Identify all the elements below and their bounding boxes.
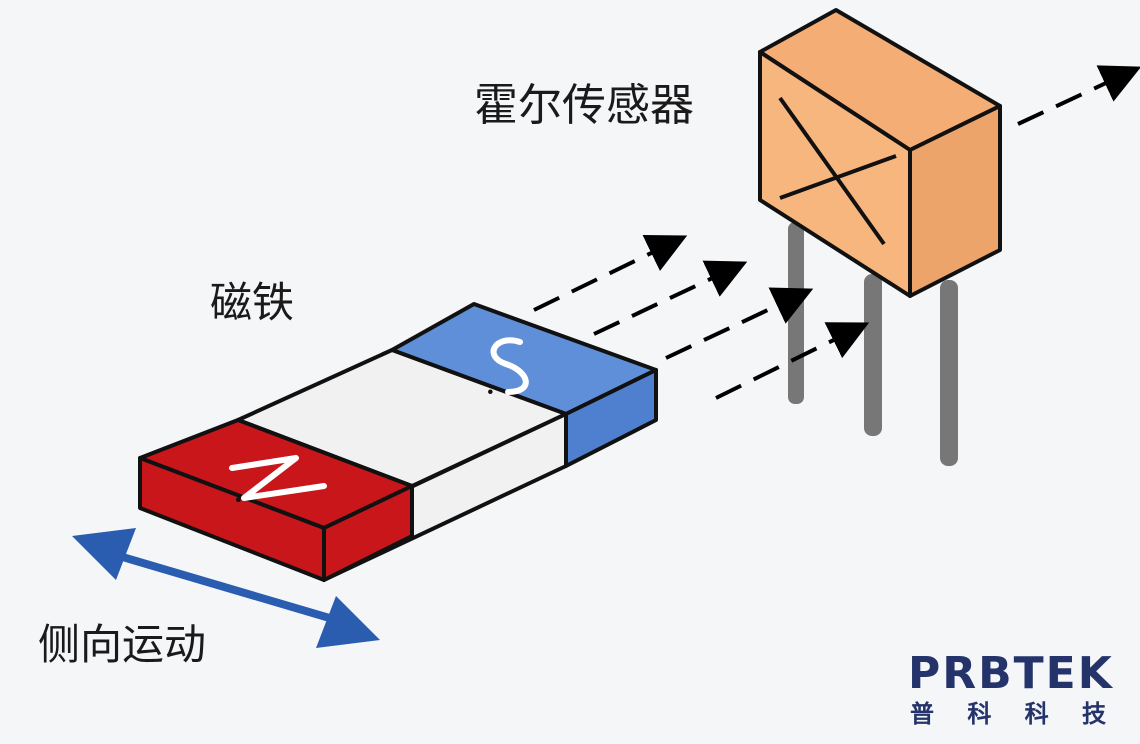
field-arrow-4 (715, 322, 870, 400)
prbtek-logo: PRBTEK 普 科 科 技 (908, 652, 1112, 732)
south-pole-letter: S (490, 391, 491, 393)
sensor-pin-left (788, 222, 804, 404)
field-arrow-2 (593, 260, 748, 336)
magnet-label: 磁铁 (210, 278, 295, 327)
logo-brand-text: PRBTEK (908, 648, 1114, 699)
logo-subtitle-char: 技 (1081, 700, 1106, 728)
sensor-x-line-1 (778, 96, 886, 246)
logo-subtitle: 普 科 科 技 (910, 702, 1106, 726)
magnetic-field-arrows (533, 65, 1140, 400)
north-pole-n-shape (229, 455, 327, 501)
motion-arrow-head-left (72, 528, 136, 580)
north-pole-letter: N (238, 499, 239, 501)
sensor-pin-middle (864, 274, 882, 436)
magnet-front-south-face (564, 368, 658, 468)
hall-sensor-label: 霍尔传感器 (474, 80, 694, 131)
south-pole-s-shape (490, 337, 529, 395)
sensor-pin-right (940, 280, 958, 466)
sensor-side-face (908, 104, 1002, 298)
magnet-front-north-face-right (322, 484, 414, 582)
logo-subtitle-char: 科 (967, 700, 992, 728)
field-arrow-1 (533, 235, 688, 312)
logo-subtitle-char: 普 (910, 700, 934, 728)
field-arrow-3 (665, 287, 814, 360)
lateral-motion-arrow (72, 528, 380, 648)
motion-arrow-shaft (88, 544, 364, 631)
field-arrow-5 (1017, 65, 1140, 126)
sensor-x-line-2 (779, 154, 897, 200)
magnet: N S (138, 302, 658, 582)
logo-subtitle-char: 科 (1024, 700, 1049, 728)
motion-arrow-head-right (316, 596, 380, 648)
hall-sensor-body (758, 8, 1002, 298)
lateral-motion-label: 侧向运动 (38, 620, 207, 669)
